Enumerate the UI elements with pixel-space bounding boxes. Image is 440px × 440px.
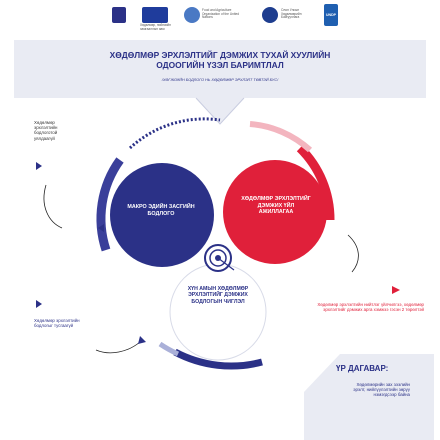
connector-curve-right — [347, 234, 359, 273]
logo-bar: Хөдөлмөр, нийгмийн хамгааллын яам Food a… — [0, 0, 440, 32]
eu-flag-logo — [142, 7, 168, 23]
target-icon-mid — [209, 249, 227, 267]
page-title-line2: ОДООГИЙН ҮЗЭЛ БАРИМТЛАЛ — [156, 60, 284, 70]
header-notch — [196, 98, 244, 124]
undp-label: UNDP — [326, 13, 336, 17]
activity-circle — [223, 160, 327, 264]
outer-arc-blue-bottom — [173, 348, 263, 370]
note-right: Хөдөлмөр эрхлэлтийн нийтлэг үйлчилгээ, х… — [317, 302, 424, 313]
page-subtitle: /ХӨГЖЛИЙН БОДЛОГО НЬ ХӨДӨЛМӨР ЭРХЛЭЛТ ТӨ… — [161, 78, 279, 82]
center-circle — [169, 263, 267, 361]
undp-logo: UNDP — [324, 4, 338, 26]
header-panel — [14, 40, 426, 98]
fao-logo — [184, 7, 200, 23]
arrow-marker-bottom-arc — [138, 336, 146, 344]
outer-arc-red-right — [296, 144, 335, 221]
connector-curve-left — [43, 184, 63, 229]
ilo-logo — [262, 7, 278, 23]
arrow-marker-top-left — [36, 162, 42, 170]
fao-caption: Food and Agriculture Organization of the… — [202, 8, 240, 20]
connector-curve-bottom — [95, 341, 141, 354]
note-mid-left: Хөдөлмөр эрхлэлтийн бодлогыг тусгаагүй — [34, 318, 80, 329]
consequence-text: Хөдөлмөрийн зах зээлийн эрэлт, нийлүүлэл… — [353, 382, 410, 398]
note-top-left: Хөдөлмөр эрхлэлтийн бодлоготой уялдаагүй — [34, 120, 58, 141]
outer-arc-red-top — [249, 121, 313, 153]
activity-circle-label: ХӨДӨЛМӨР ЭРХЛЭЛТИЙГ ДЭМЖИХ ҮЙЛ АЖИЛЛАГАА — [241, 196, 311, 216]
center-circle-label: ХҮН АМЫН ХӨДӨЛМӨР ЭРХЛЭЛТИЙГ ДЭМЖИХ БОДЛ… — [187, 286, 249, 305]
outer-arc-blue-left — [96, 157, 124, 252]
header-notch-outline — [195, 97, 245, 125]
outer-arc-blue-top — [128, 117, 221, 150]
bottom-panel-corner — [304, 354, 340, 392]
target-icon-arrow — [217, 257, 235, 271]
mongolia-emblem-logo — [112, 7, 126, 23]
macro-circle-label: МАКРО ЭДИЙН ЗАСГИЙН БОДЛОГО — [127, 204, 195, 217]
consequence-title: ҮР ДАГАВАР: — [336, 364, 389, 373]
ilo-caption: Олон Улсын Хөдөлмөрийн Байгууллага — [281, 8, 302, 20]
arrow-marker-mid-left — [36, 300, 42, 308]
macro-circle — [110, 163, 214, 267]
arrow-marker-right — [392, 286, 400, 294]
mongolia-caption: Хөдөлмөр, нийгмийн хамгааллын яам — [140, 23, 171, 31]
arrow-marker-left-arc — [98, 224, 104, 232]
outer-arc-blue-bottom-light — [158, 341, 180, 357]
page-title-line1: ХӨДӨЛМӨР ЭРХЛЭЛТИЙГ ДЭМЖИХ ТУХАЙ ХУУЛИЙН — [109, 50, 331, 60]
